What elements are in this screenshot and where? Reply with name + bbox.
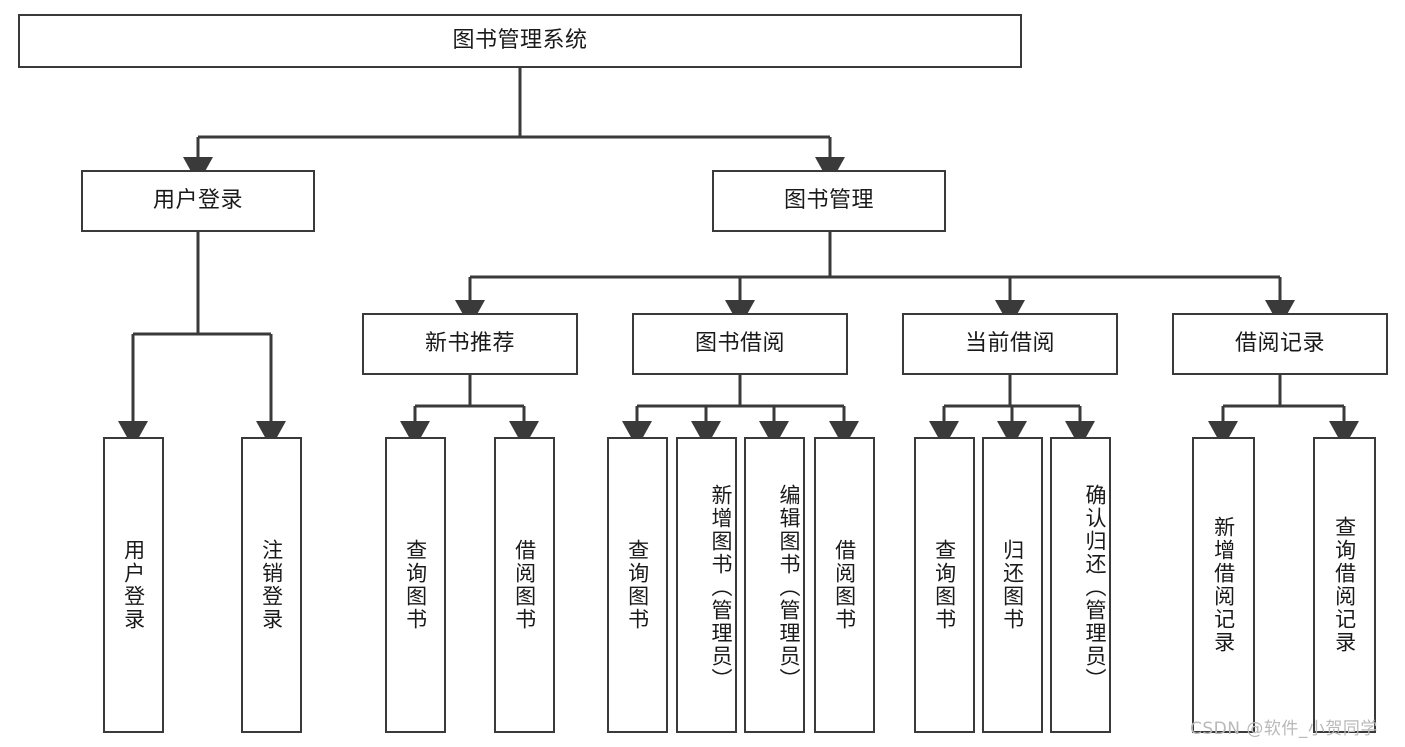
node-leaf-query-book-2[interactable]: 查询图书 [607,437,668,733]
node-leaf-add-book-label: 新增图书（管理员） [709,483,733,691]
node-leaf-confirm-return-label: 确认归还（管理员） [1083,483,1107,691]
node-current-borrow[interactable]: 当前借阅 [902,313,1118,375]
node-book-borrow-label: 图书借阅 [694,330,785,356]
node-root-label: 图书管理系统 [452,27,588,53]
node-user-login[interactable]: 用户登录 [81,170,315,232]
node-leaf-query-borrow-record[interactable]: 查询借阅记录 [1313,437,1376,733]
node-leaf-query-book-2-label: 查询图书 [625,539,650,631]
node-leaf-user-login-label: 用户登录 [121,539,146,631]
node-root[interactable]: 图书管理系统 [18,14,1022,68]
node-new-book-recommend[interactable]: 新书推荐 [362,313,578,375]
watermark-label: CSDN @软件_小贺同学 [1190,719,1378,739]
node-leaf-query-borrow-record-label: 查询借阅记录 [1332,516,1357,654]
node-leaf-add-book[interactable]: 新增图书（管理员） [676,437,737,733]
node-leaf-user-login[interactable]: 用户登录 [103,437,164,733]
node-leaf-return-book-label: 归还图书 [1000,539,1025,631]
node-borrow-record-label: 借阅记录 [1234,330,1325,356]
node-leaf-query-book-3[interactable]: 查询图书 [914,437,975,733]
node-book-borrow[interactable]: 图书借阅 [632,313,848,375]
node-leaf-confirm-return[interactable]: 确认归还（管理员） [1050,437,1111,733]
node-leaf-return-book[interactable]: 归还图书 [982,437,1043,733]
node-book-manage-label: 图书管理 [783,187,874,213]
node-leaf-edit-book-label: 编辑图书（管理员） [777,483,801,691]
node-leaf-query-book-3-label: 查询图书 [932,539,957,631]
node-leaf-add-borrow-record[interactable]: 新增借阅记录 [1192,437,1255,733]
node-leaf-edit-book[interactable]: 编辑图书（管理员） [744,437,805,733]
node-leaf-query-book-1[interactable]: 查询图书 [385,437,446,733]
node-leaf-add-borrow-record-label: 新增借阅记录 [1211,516,1236,654]
node-user-login-label: 用户登录 [152,187,243,213]
node-leaf-borrow-book-1-label: 借阅图书 [512,539,537,631]
node-leaf-query-book-1-label: 查询图书 [403,539,428,631]
node-leaf-borrow-book-1[interactable]: 借阅图书 [494,437,555,733]
node-borrow-record[interactable]: 借阅记录 [1172,313,1388,375]
node-leaf-logout-login-label: 注销登录 [259,539,284,631]
node-leaf-borrow-book-2[interactable]: 借阅图书 [814,437,875,733]
node-new-book-recommend-label: 新书推荐 [424,330,515,356]
node-current-borrow-label: 当前借阅 [964,330,1055,356]
node-leaf-borrow-book-2-label: 借阅图书 [832,539,857,631]
node-book-manage[interactable]: 图书管理 [712,170,946,232]
node-leaf-logout-login[interactable]: 注销登录 [241,437,302,733]
